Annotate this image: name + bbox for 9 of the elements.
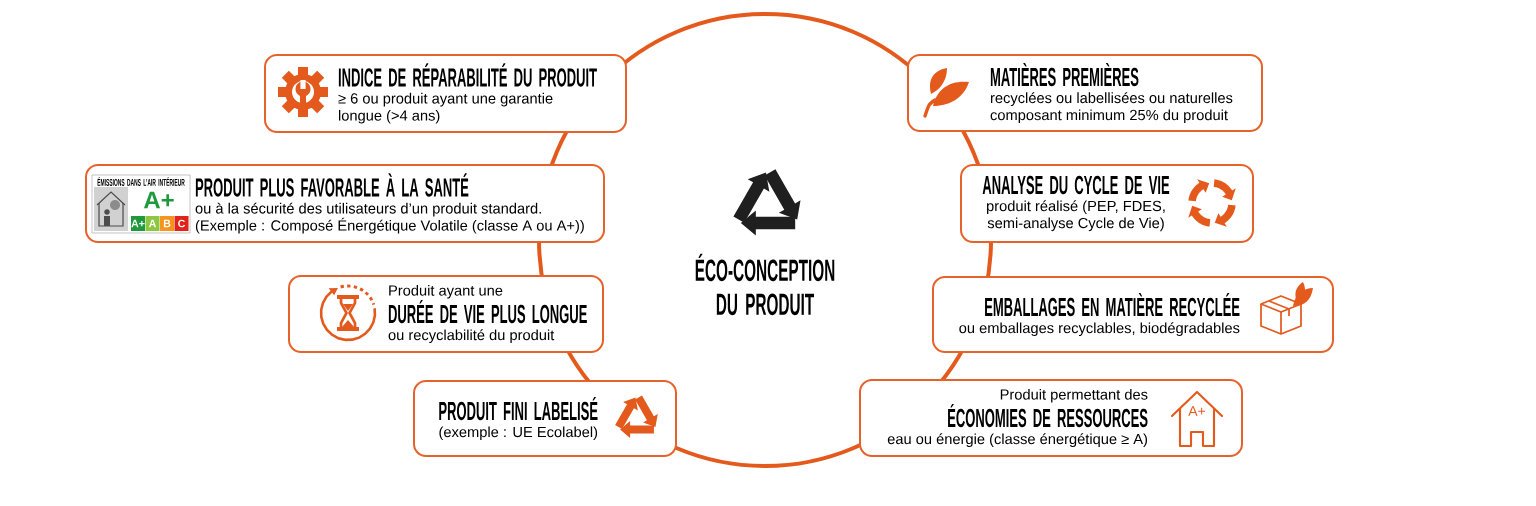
info-box: EMBALLAGES EN MATIÈRE RECYCLÉE ou emballages recyclables, biodégradables <box>932 276 1334 353</box>
rating-text: A+ <box>143 191 174 209</box>
info-box: MATIÈRES PREMIÈRES recyclées ou labellisées ou naturelles composant minimum 25% du produit <box>907 54 1263 132</box>
info-box: Produit ayant une DURÉE DE VIE PLUS LONGUE ou recyclabilité du produit <box>288 275 604 353</box>
rating-text: A+ <box>1188 406 1206 416</box>
info-box: INDICE DE RÉPARABILITÉ DU PRODUIT ≥ 6 ou produit ayant une garantie longue (>4 ans) <box>264 54 627 133</box>
info-box: ANALYSE DU CYCLE DE VIE produit réalisé (PEP, FDES, semi-analyse Cycle de Vie) <box>960 164 1254 243</box>
info-box: PRODUIT FINI LABELISÉ (exemple : UE Ecolabel) <box>413 380 677 457</box>
label-heading: ÉMISSIONS DANS L’AIR INTÉRIEUR <box>97 177 185 186</box>
